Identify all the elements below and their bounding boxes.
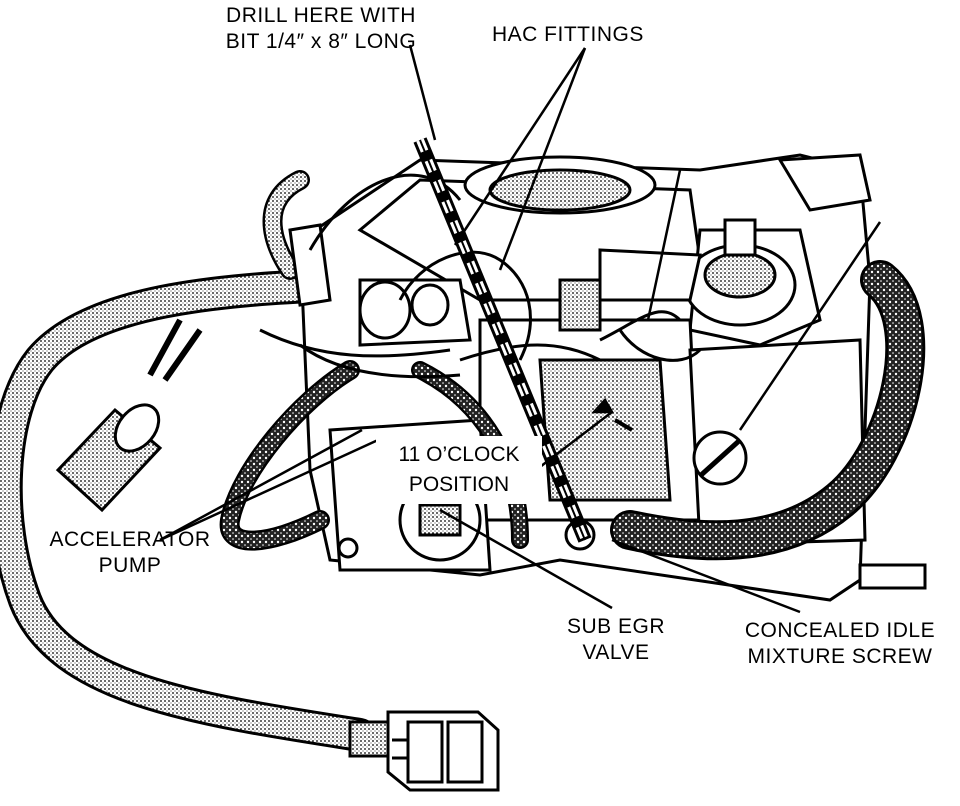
idle-mixture-screw-line-2: MIXTURE SCREW [747,645,933,668]
leader-lines [159,44,882,614]
carburetor-body [288,153,927,602]
clock-position-line-1: 11 O’CLOCK [398,443,520,466]
drill-label-line-2: BIT 1/4″ x 8″ LONG [225,30,417,53]
hac-fittings-label: HAC FITTINGS [492,23,644,46]
clock-position-label: 11 O’CLOCK POSITION [376,436,542,504]
drill-label-line-1: DRILL HERE WITH [226,4,416,27]
sub-egr-valve-label: SUB EGR VALVE [548,614,684,666]
accelerator-pump-label: ACCELERATOR PUMP [24,527,236,579]
idle-mixture-screw-label: CONCEALED IDLE MIXTURE SCREW [726,618,954,670]
idle-mixture-screw-line-1: CONCEALED IDLE [744,619,936,642]
sub-egr-valve-line-1: SUB EGR [566,615,666,638]
accelerator-pump-line-2: PUMP [98,554,162,577]
drill-label: DRILL HERE WITH BIT 1/4″ x 8″ LONG [188,3,454,55]
drill-bit [413,137,592,543]
sub-egr-valve-line-2: VALVE [582,641,650,664]
harness-connector [348,710,500,792]
wiring-harness [0,170,377,752]
clock-position-line-2: POSITION [408,473,510,496]
cylinder-sensor [55,318,203,513]
accelerator-pump-line-1: ACCELERATOR [49,528,211,551]
